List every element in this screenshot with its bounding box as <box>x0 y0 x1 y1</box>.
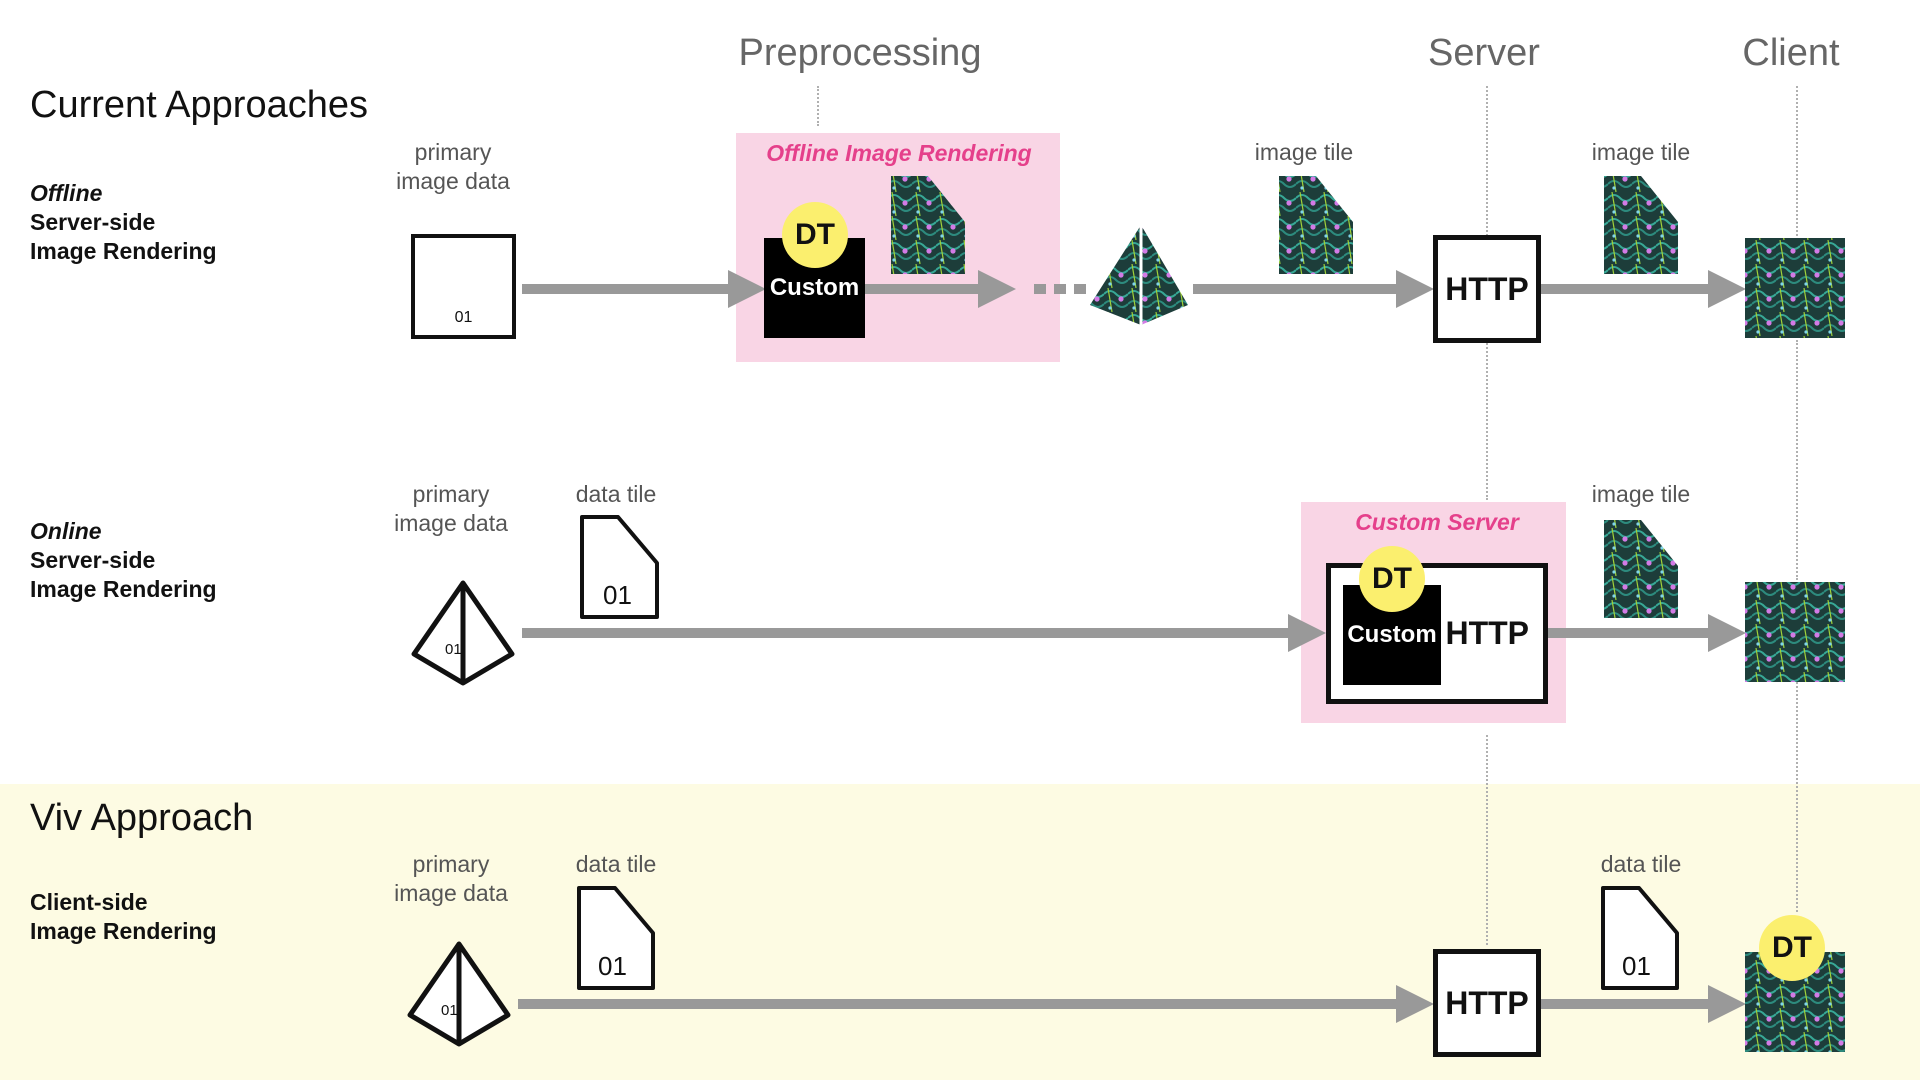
section-title-current: Current Approaches <box>30 84 368 126</box>
client-guide-line <box>1796 86 1798 236</box>
server-guide-line <box>1486 735 1488 945</box>
arrow-icon <box>1546 614 1746 652</box>
server-guide-line <box>1486 86 1488 236</box>
caption-image-tile: image tile <box>1591 481 1691 507</box>
binary-label: 01 <box>603 580 632 610</box>
pyramid-icon <box>411 580 515 686</box>
primary-image-data-icon: 01 <box>411 234 516 339</box>
caption-primary-image-data: primary image data <box>394 480 508 538</box>
viv-approach-band <box>0 784 1920 1080</box>
row-label-online-line2: Server-side <box>30 547 156 573</box>
dt-badge: DT <box>1759 915 1825 981</box>
row-label-offline-line1: Offline <box>30 180 103 206</box>
dt-badge: DT <box>1359 546 1425 612</box>
caption-line: image data <box>396 168 510 194</box>
tissue-pyramid-icon <box>1090 225 1188 325</box>
binary-label: 01 <box>445 641 462 658</box>
row-label-client-line2: Image Rendering <box>30 918 217 944</box>
arrow-icon <box>862 270 1016 308</box>
arrow-icon <box>522 614 1326 652</box>
dt-badge: DT <box>782 202 848 268</box>
tissue-image-icon <box>1745 238 1845 338</box>
pyramid-icon <box>407 941 511 1047</box>
image-tile-icon <box>1279 176 1353 274</box>
document-icon <box>580 515 659 619</box>
column-header-preprocessing: Preprocessing <box>738 32 982 74</box>
row-label-online: Online Server-side Image Rendering <box>30 517 217 604</box>
column-header-client: Client <box>1742 32 1840 74</box>
binary-label: 01 <box>1622 951 1651 981</box>
caption-line: primary <box>412 851 490 877</box>
arrow-icon <box>1540 270 1746 308</box>
arrow-icon <box>1193 270 1434 308</box>
client-guide-line <box>1796 682 1798 912</box>
arrow-icon <box>518 985 1434 1023</box>
row-label-client: Client-side Image Rendering <box>30 888 217 946</box>
caption-image-tile: image tile <box>1254 139 1354 165</box>
section-title-viv: Viv Approach <box>30 797 254 839</box>
binary-label: 01 <box>598 951 627 981</box>
tissue-image-icon <box>1745 582 1845 682</box>
caption-line: primary <box>414 139 492 165</box>
custom-server-title: Custom Server <box>1355 509 1519 535</box>
row-label-client-line1: Client-side <box>30 889 148 915</box>
caption-line: image data <box>394 880 508 906</box>
caption-data-tile: data tile <box>1600 851 1682 877</box>
client-guide-line <box>1796 340 1798 580</box>
caption-data-tile: data tile <box>575 851 657 877</box>
row-label-online-line3: Image Rendering <box>30 576 217 602</box>
row-label-offline-line3: Image Rendering <box>30 238 217 264</box>
http-server-box: HTTP <box>1433 235 1541 343</box>
column-header-server: Server <box>1428 32 1540 74</box>
row-label-offline-line2: Server-side <box>30 209 156 235</box>
caption-data-tile: data tile <box>575 481 657 507</box>
http-server-box: HTTP <box>1433 949 1541 1057</box>
preprocessing-guide-line <box>817 86 819 126</box>
row-label-online-line1: Online <box>30 518 102 544</box>
caption-image-tile: image tile <box>1591 139 1691 165</box>
image-tile-icon <box>1604 176 1678 274</box>
http-label: HTTP <box>1445 615 1529 651</box>
caption-line: primary <box>412 481 490 507</box>
row-label-offline: Offline Server-side Image Rendering <box>30 179 217 266</box>
document-icon <box>577 886 655 990</box>
dotted-continuation <box>1034 284 1086 294</box>
caption-line: image data <box>394 510 508 536</box>
offline-image-rendering-title: Offline Image Rendering <box>766 140 1032 166</box>
caption-primary-image-data: primary image data <box>394 850 508 908</box>
caption-primary-image-data: primary image data <box>396 138 510 196</box>
document-icon <box>1601 886 1679 990</box>
arrow-icon <box>1540 985 1746 1023</box>
image-tile-icon <box>891 176 965 274</box>
server-guide-line <box>1486 340 1488 500</box>
image-tile-icon <box>1604 520 1678 618</box>
binary-label: 01 <box>454 309 473 326</box>
arrow-icon <box>522 270 766 308</box>
binary-label: 01 <box>441 1002 458 1019</box>
